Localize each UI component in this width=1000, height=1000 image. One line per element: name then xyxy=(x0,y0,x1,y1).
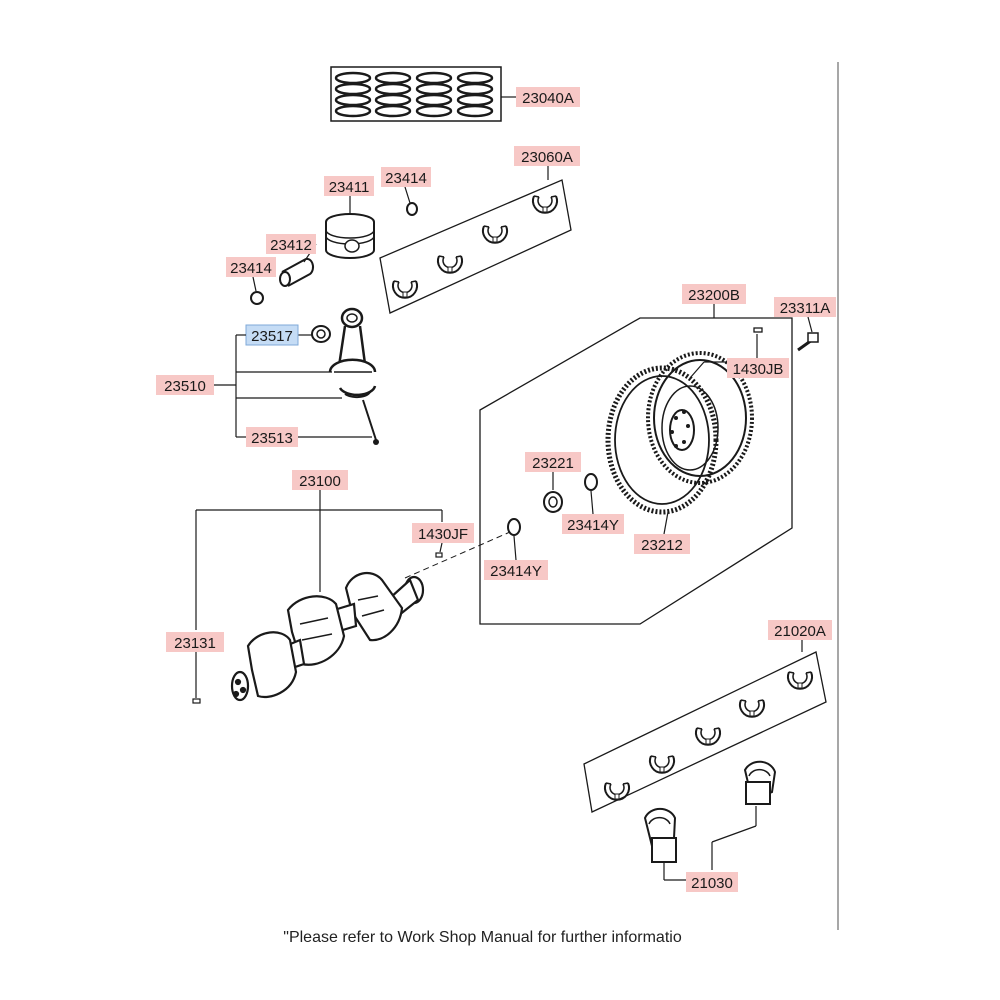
part-label-1430JB[interactable]: 1430JB xyxy=(727,358,789,378)
svg-text:23040A: 23040A xyxy=(522,90,574,107)
svg-text:23412: 23412 xyxy=(270,237,312,254)
piston xyxy=(325,213,375,259)
svg-text:1430JF: 1430JF xyxy=(418,526,468,543)
svg-text:23414Y: 23414Y xyxy=(567,517,619,534)
washer-right xyxy=(584,473,598,491)
part-label-23414Y-mid[interactable]: 23414Y xyxy=(484,560,548,580)
svg-text:23414: 23414 xyxy=(230,260,272,277)
svg-text:23510: 23510 xyxy=(164,378,206,395)
part-label-21030[interactable]: 21030 xyxy=(686,872,738,892)
part-label-23510[interactable]: 23510 xyxy=(156,375,214,395)
main-bearing-set xyxy=(583,651,827,813)
crankshaft xyxy=(230,571,425,702)
svg-text:23414Y: 23414Y xyxy=(490,563,542,580)
flywheel xyxy=(646,351,754,485)
piston-ring-set xyxy=(330,66,502,122)
leader-23100 xyxy=(195,490,443,698)
dowel-pin-flywheel xyxy=(753,327,763,333)
part-label-23221[interactable]: 23221 xyxy=(525,452,581,472)
part-label-23311A[interactable]: 23311A xyxy=(774,297,836,317)
svg-text:21030: 21030 xyxy=(691,875,733,892)
part-label-23060A[interactable]: 23060A xyxy=(514,146,580,166)
small-end-bushing xyxy=(311,325,331,343)
part-label-23411[interactable]: 23411 xyxy=(324,176,374,196)
leader-23510 xyxy=(214,334,342,438)
thrust-washer-upper xyxy=(743,760,777,805)
part-label-23414-lower[interactable]: 23414 xyxy=(226,257,276,277)
part-label-23513[interactable]: 23513 xyxy=(246,427,298,447)
part-label-23412[interactable]: 23412 xyxy=(266,234,316,254)
svg-text:21020A: 21020A xyxy=(774,623,826,640)
svg-text:23221: 23221 xyxy=(532,455,574,472)
svg-text:23200B: 23200B xyxy=(688,287,740,304)
svg-text:23513: 23513 xyxy=(251,430,293,447)
flywheel-bolt xyxy=(797,332,819,352)
crankshaft-centerline xyxy=(404,531,511,579)
connecting-rod xyxy=(328,307,379,445)
svg-text:23131: 23131 xyxy=(174,635,216,652)
svg-text:23060A: 23060A xyxy=(521,149,573,166)
flywheel-group-frame xyxy=(479,317,793,625)
ring-gear xyxy=(605,365,719,515)
part-label-23131[interactable]: 23131 xyxy=(166,632,224,652)
thrust-washer-lower xyxy=(643,807,677,863)
part-label-23040A[interactable]: 23040A xyxy=(516,87,580,107)
piston-pin xyxy=(279,257,315,287)
svg-text:23311A: 23311A xyxy=(780,300,831,317)
leader-21030 xyxy=(663,806,757,881)
washer-mid xyxy=(507,518,521,536)
part-label-23517[interactable]: 23517 xyxy=(245,324,299,346)
svg-text:1430JB: 1430JB xyxy=(733,361,784,378)
dowel-pin-crankshaft xyxy=(435,552,443,558)
rod-bearing-set xyxy=(379,179,572,314)
pilot-bushing xyxy=(543,491,563,513)
crankshaft-key xyxy=(192,698,201,704)
footer-note: "Please refer to Work Shop Manual for fu… xyxy=(283,929,682,946)
snap-ring-upper xyxy=(406,202,418,216)
part-label-23414Y-right[interactable]: 23414Y xyxy=(562,514,624,534)
part-label-21020A[interactable]: 21020A xyxy=(768,620,832,640)
svg-text:23411: 23411 xyxy=(329,179,370,196)
leader-1430JB xyxy=(689,334,758,379)
part-label-23212[interactable]: 23212 xyxy=(634,534,690,554)
svg-text:23517: 23517 xyxy=(251,328,293,345)
part-label-23100[interactable]: 23100 xyxy=(292,470,348,490)
snap-ring-lower xyxy=(250,291,264,305)
svg-text:23212: 23212 xyxy=(641,537,683,554)
svg-text:23414: 23414 xyxy=(385,170,427,187)
part-label-23414-upper[interactable]: 23414 xyxy=(381,167,431,187)
part-label-1430JF[interactable]: 1430JF xyxy=(412,523,474,543)
part-label-23200B[interactable]: 23200B xyxy=(682,284,746,304)
svg-text:23100: 23100 xyxy=(299,473,341,490)
